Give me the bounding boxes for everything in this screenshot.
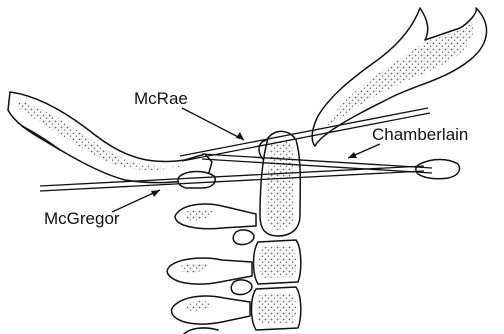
c3-vertebra bbox=[254, 240, 301, 284]
c5-spinous-process bbox=[184, 328, 218, 334]
c2-spinous-process bbox=[175, 204, 256, 229]
mcgregor-arrowhead bbox=[151, 190, 160, 197]
posterior-arch-atlas bbox=[178, 172, 215, 189]
c4-vertebra bbox=[252, 287, 301, 330]
chamberlain-label: Chamberlain bbox=[372, 125, 468, 144]
mcgregor-label: McGregor bbox=[44, 209, 120, 228]
hard-palate bbox=[416, 160, 460, 179]
c2-vertebra bbox=[260, 131, 300, 236]
mcrae-label: McRae bbox=[134, 89, 188, 108]
mcrae-leader bbox=[182, 108, 244, 140]
c4-spinous-process bbox=[172, 296, 251, 324]
chamberlain-line bbox=[202, 154, 432, 173]
